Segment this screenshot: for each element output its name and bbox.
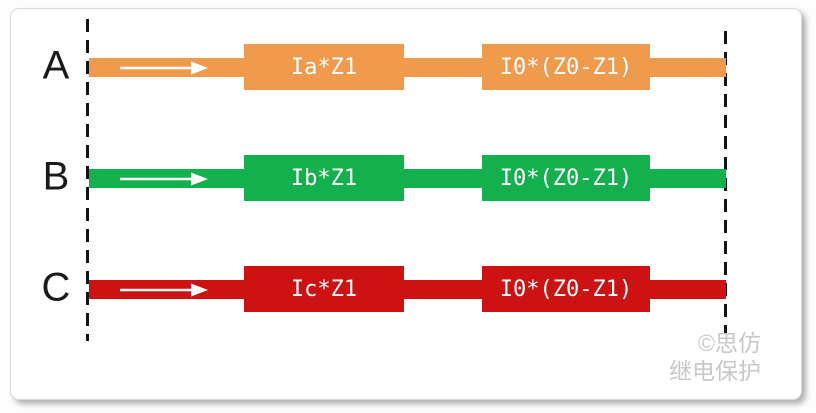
- left-boundary-dashed-line: [86, 19, 89, 341]
- impedance-block-ia-z1: Ia*Z1: [244, 44, 404, 90]
- impedance-block-c-zero-seq: I0*(Z0-Z1): [482, 266, 650, 312]
- current-direction-arrow-icon: [119, 60, 209, 76]
- phase-label-c: C: [41, 265, 71, 310]
- impedance-block-ib-z1: Ib*Z1: [244, 155, 404, 201]
- phase-label-b: B: [42, 154, 70, 199]
- phase-label-a: A: [42, 43, 70, 88]
- current-direction-arrow-icon: [119, 171, 209, 187]
- impedance-block-a-zero-seq: I0*(Z0-Z1): [482, 44, 650, 90]
- current-direction-arrow-icon: [119, 282, 209, 298]
- impedance-block-ic-z1: Ic*Z1: [244, 266, 404, 312]
- watermark: ©思仿 继电保护: [669, 329, 761, 385]
- watermark-line1: ©思仿: [698, 330, 761, 356]
- watermark-line2: 继电保护: [669, 358, 761, 384]
- diagram-card: A Ia*Z1 I0*(Z0-Z1) B: [10, 8, 802, 400]
- impedance-block-b-zero-seq: I0*(Z0-Z1): [482, 155, 650, 201]
